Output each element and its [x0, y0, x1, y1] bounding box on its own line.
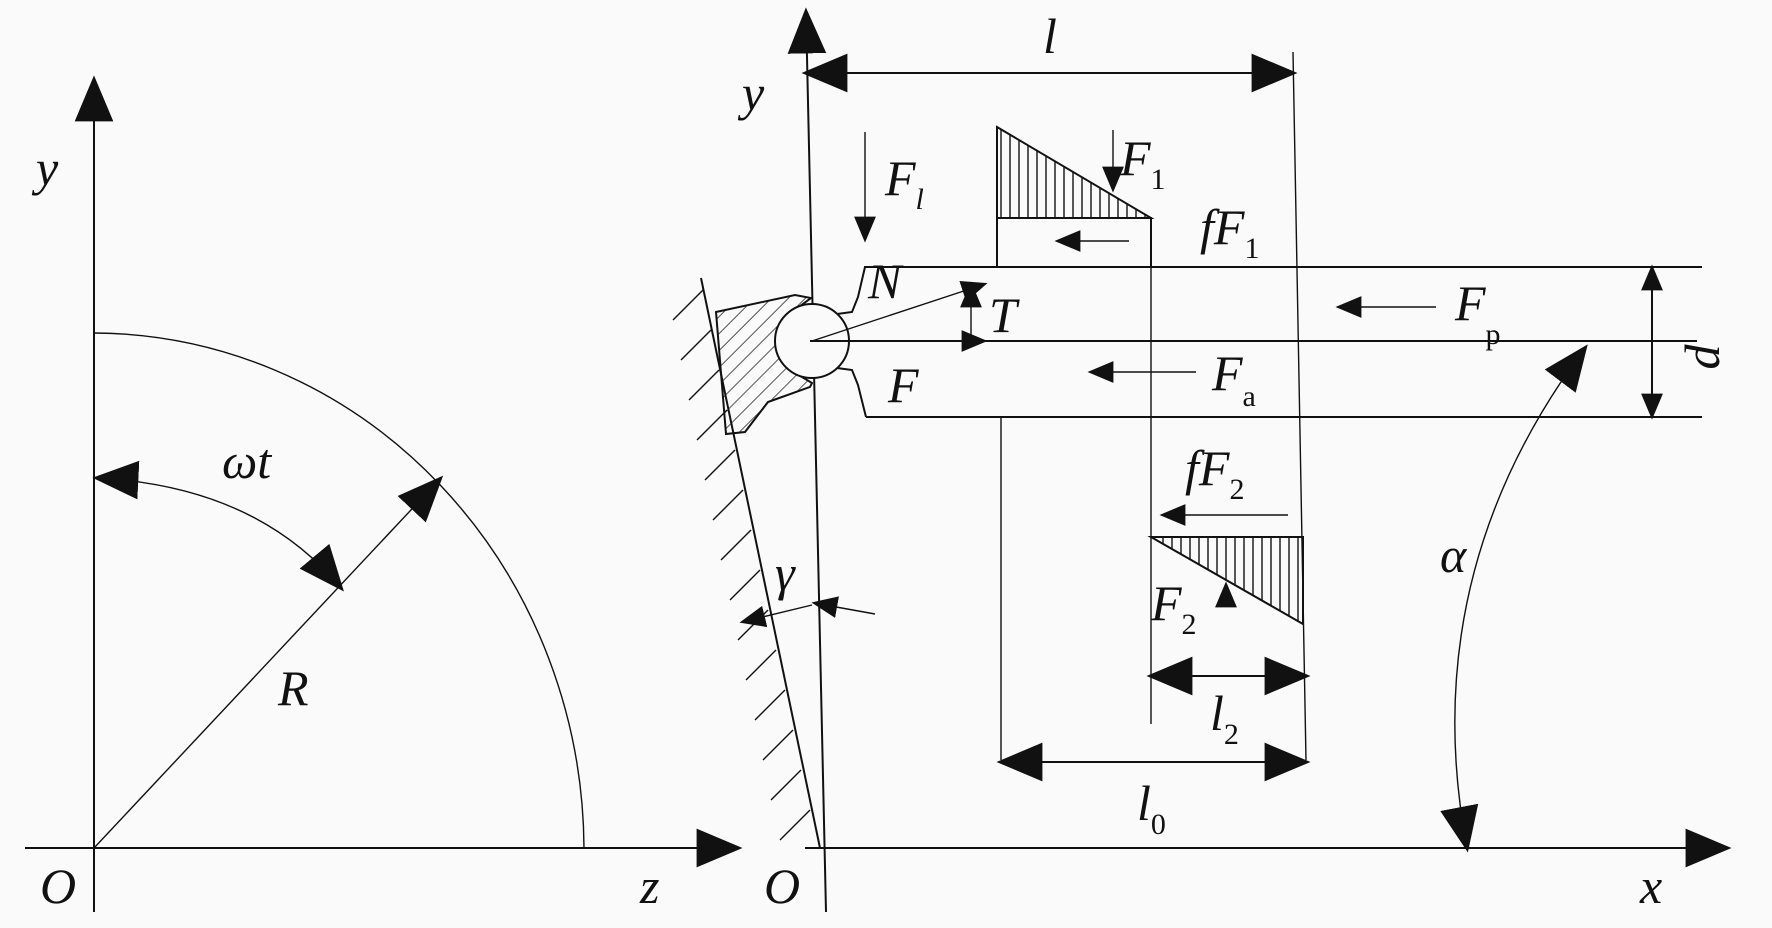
- fF2-label: fF2: [1185, 440, 1244, 506]
- right-axis-x-label: x: [1639, 858, 1662, 914]
- Fp-label: Fp: [1454, 275, 1501, 351]
- gamma-label: γ: [775, 545, 796, 601]
- upper-support: [996, 217, 1152, 267]
- l-right-extension: [1292, 51, 1307, 761]
- right-panel: y x O l d α γ N T F Fl F1 fF1 Fp Fa fF2 …: [672, 7, 1732, 914]
- force-N-arrow: [811, 280, 988, 342]
- N-label: N: [867, 253, 904, 309]
- omega-t-label: ωt: [222, 433, 272, 489]
- right-axis-y-label: y: [737, 65, 765, 121]
- Fa-label: Fa: [1211, 345, 1256, 413]
- alpha-arc: [1440, 344, 1588, 853]
- T-label: T: [989, 287, 1020, 343]
- gamma-arrow-right: [811, 596, 876, 618]
- gamma-arrow-left: [739, 604, 813, 628]
- radius-arc: [93, 332, 585, 849]
- pressure-triangle-lower: [1147, 536, 1304, 626]
- l0-label: l0: [1137, 775, 1166, 841]
- F-label: F: [887, 357, 919, 413]
- right-y-axis: [787, 7, 827, 913]
- fF1-label: fF1: [1200, 199, 1259, 265]
- pressure-triangle-upper: [996, 125, 1155, 219]
- radius-label: R: [277, 660, 309, 716]
- F2-label: F2: [1150, 575, 1197, 641]
- radius-line: [93, 475, 444, 849]
- left-axis-z-label: z: [639, 858, 659, 914]
- left-panel: y z O ωt R: [25, 75, 743, 914]
- Fl-label: Fl: [884, 150, 924, 216]
- alpha-label: α: [1440, 527, 1468, 583]
- l2-label: l2: [1210, 685, 1239, 751]
- rod-end: [836, 266, 918, 418]
- rod: [810, 266, 1702, 418]
- omega-t-arc: [92, 460, 344, 592]
- left-origin-label: O: [40, 858, 76, 914]
- F1-label: F1: [1119, 130, 1166, 196]
- right-origin-label: O: [764, 858, 800, 914]
- left-axis-y-label: y: [31, 140, 59, 196]
- length-l-label: l: [1043, 8, 1057, 64]
- diameter-label: d: [1674, 344, 1730, 370]
